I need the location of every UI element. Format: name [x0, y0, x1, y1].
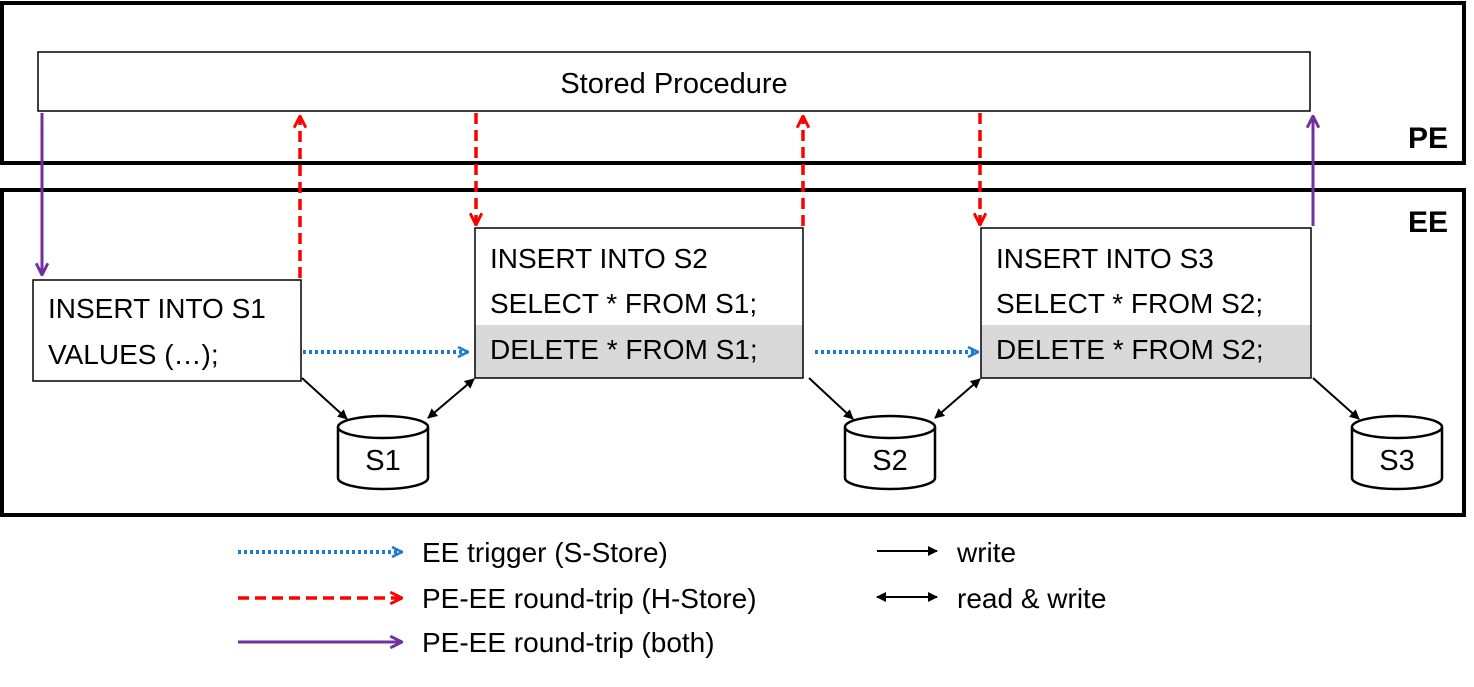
statement-2-highlight — [475, 325, 803, 378]
stored-procedure-label: Stored Procedure — [560, 68, 787, 100]
read-write-arrow-s2 — [934, 378, 981, 419]
statement-3-line-3: DELETE * FROM S2; — [996, 334, 1264, 365]
legend-both-label: PE-EE round-trip (both) — [422, 627, 715, 658]
statement-1-line-1: INSERT INTO S1 — [48, 293, 266, 324]
legend: EE trigger (S-Store) PE-EE round-trip (H… — [238, 537, 1106, 658]
store-s1-icon: S1 — [336, 414, 430, 491]
write-arrow-s2 — [808, 377, 854, 420]
legend-write-label: write — [956, 537, 1016, 568]
pe-layer-label: PE — [1408, 122, 1448, 155]
statement-box-2: INSERT INTO S2 SELECT * FROM S1; DELETE … — [474, 227, 804, 379]
statement-box-3: INSERT INTO S3 SELECT * FROM S2; DELETE … — [980, 227, 1312, 379]
legend-hstore-label: PE-EE round-trip (H-Store) — [422, 583, 757, 614]
store-s1-label: S1 — [365, 445, 400, 477]
write-arrow-s1 — [301, 377, 348, 420]
statement-2-line-3: DELETE * FROM S1; — [490, 334, 758, 365]
write-arrow-s3 — [1312, 377, 1360, 420]
store-s2-label: S2 — [872, 445, 907, 477]
statement-3-line-2: SELECT * FROM S2; — [996, 288, 1263, 319]
read-write-arrow-s1 — [427, 378, 475, 419]
statement-1-line-2: VALUES (…); — [48, 339, 219, 370]
legend-read-write-label: read & write — [957, 583, 1106, 614]
statement-3-line-1: INSERT INTO S3 — [996, 243, 1214, 274]
statement-box-1: INSERT INTO S1 VALUES (…); — [32, 279, 302, 382]
statement-2-line-1: INSERT INTO S2 — [490, 243, 708, 274]
store-s3-label: S3 — [1379, 445, 1414, 477]
stored-procedure-box: Stored Procedure — [37, 51, 1311, 112]
ee-layer-label: EE — [1408, 206, 1448, 239]
store-s2-icon: S2 — [843, 414, 937, 491]
statement-2-line-2: SELECT * FROM S1; — [490, 288, 757, 319]
store-s3-icon: S3 — [1350, 414, 1444, 491]
statement-3-highlight — [981, 325, 1311, 378]
legend-ee-trigger-label: EE trigger (S-Store) — [422, 537, 668, 568]
